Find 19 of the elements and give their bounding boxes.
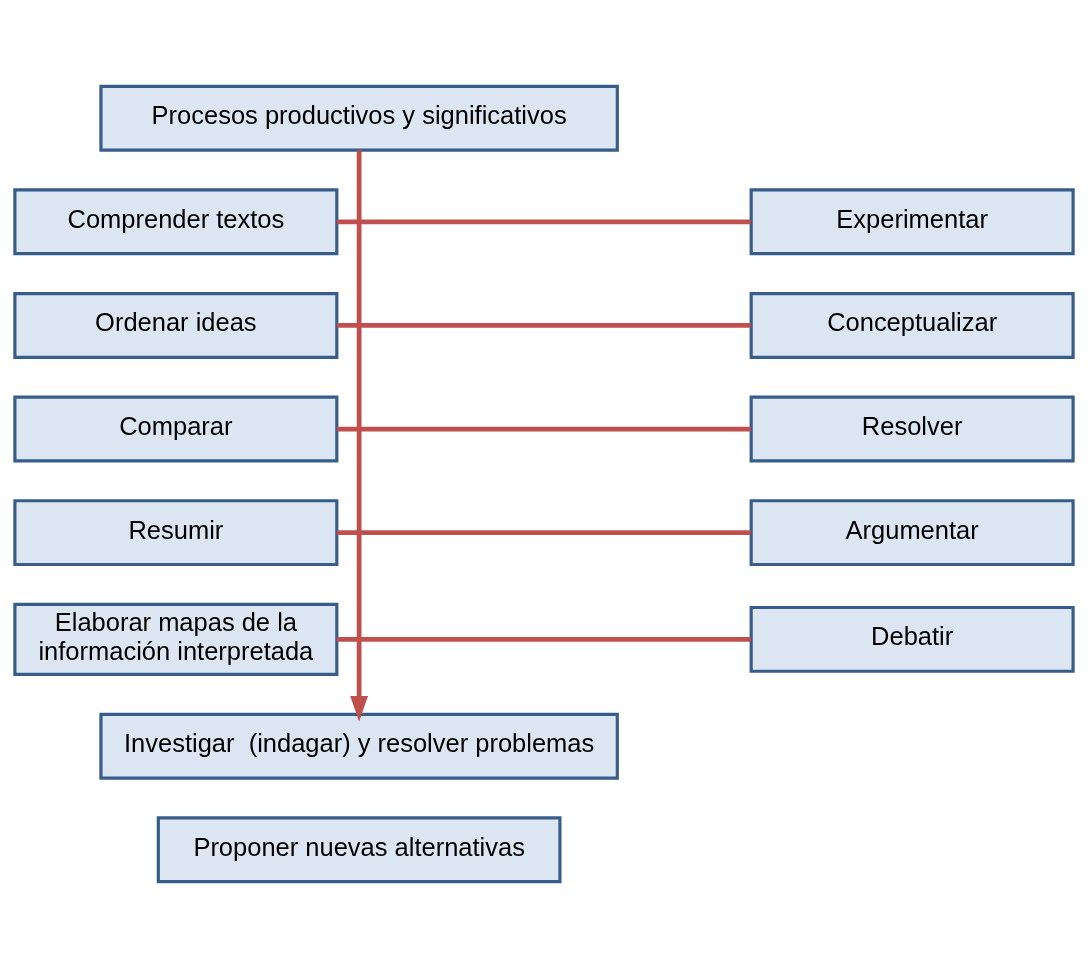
connector bbox=[336, 637, 751, 642]
connector bbox=[336, 530, 751, 535]
node-box: Resolver bbox=[749, 395, 1075, 463]
node-box: Comparar bbox=[13, 395, 339, 463]
connector bbox=[336, 219, 751, 225]
node-box: Conceptualizar bbox=[749, 291, 1075, 359]
node-box: Debatir bbox=[749, 605, 1075, 673]
node-box: Ordenar ideas bbox=[13, 291, 339, 359]
node-box: Proponer nuevas alternativas bbox=[156, 816, 562, 884]
arrow bbox=[350, 150, 369, 722]
node-box: Resumir bbox=[13, 499, 339, 567]
node-box: Investigar (indagar) y resolver problemas bbox=[99, 712, 619, 780]
node-box: Experimentar bbox=[749, 188, 1075, 256]
node-box: Argumentar bbox=[749, 499, 1075, 567]
node-box: Comprender textos bbox=[13, 188, 339, 256]
node-box: Elaborar mapas de la información interpretada bbox=[13, 602, 339, 677]
connector bbox=[336, 426, 751, 432]
connector bbox=[336, 323, 751, 328]
node-box: Procesos productivos y significativos bbox=[99, 84, 619, 152]
